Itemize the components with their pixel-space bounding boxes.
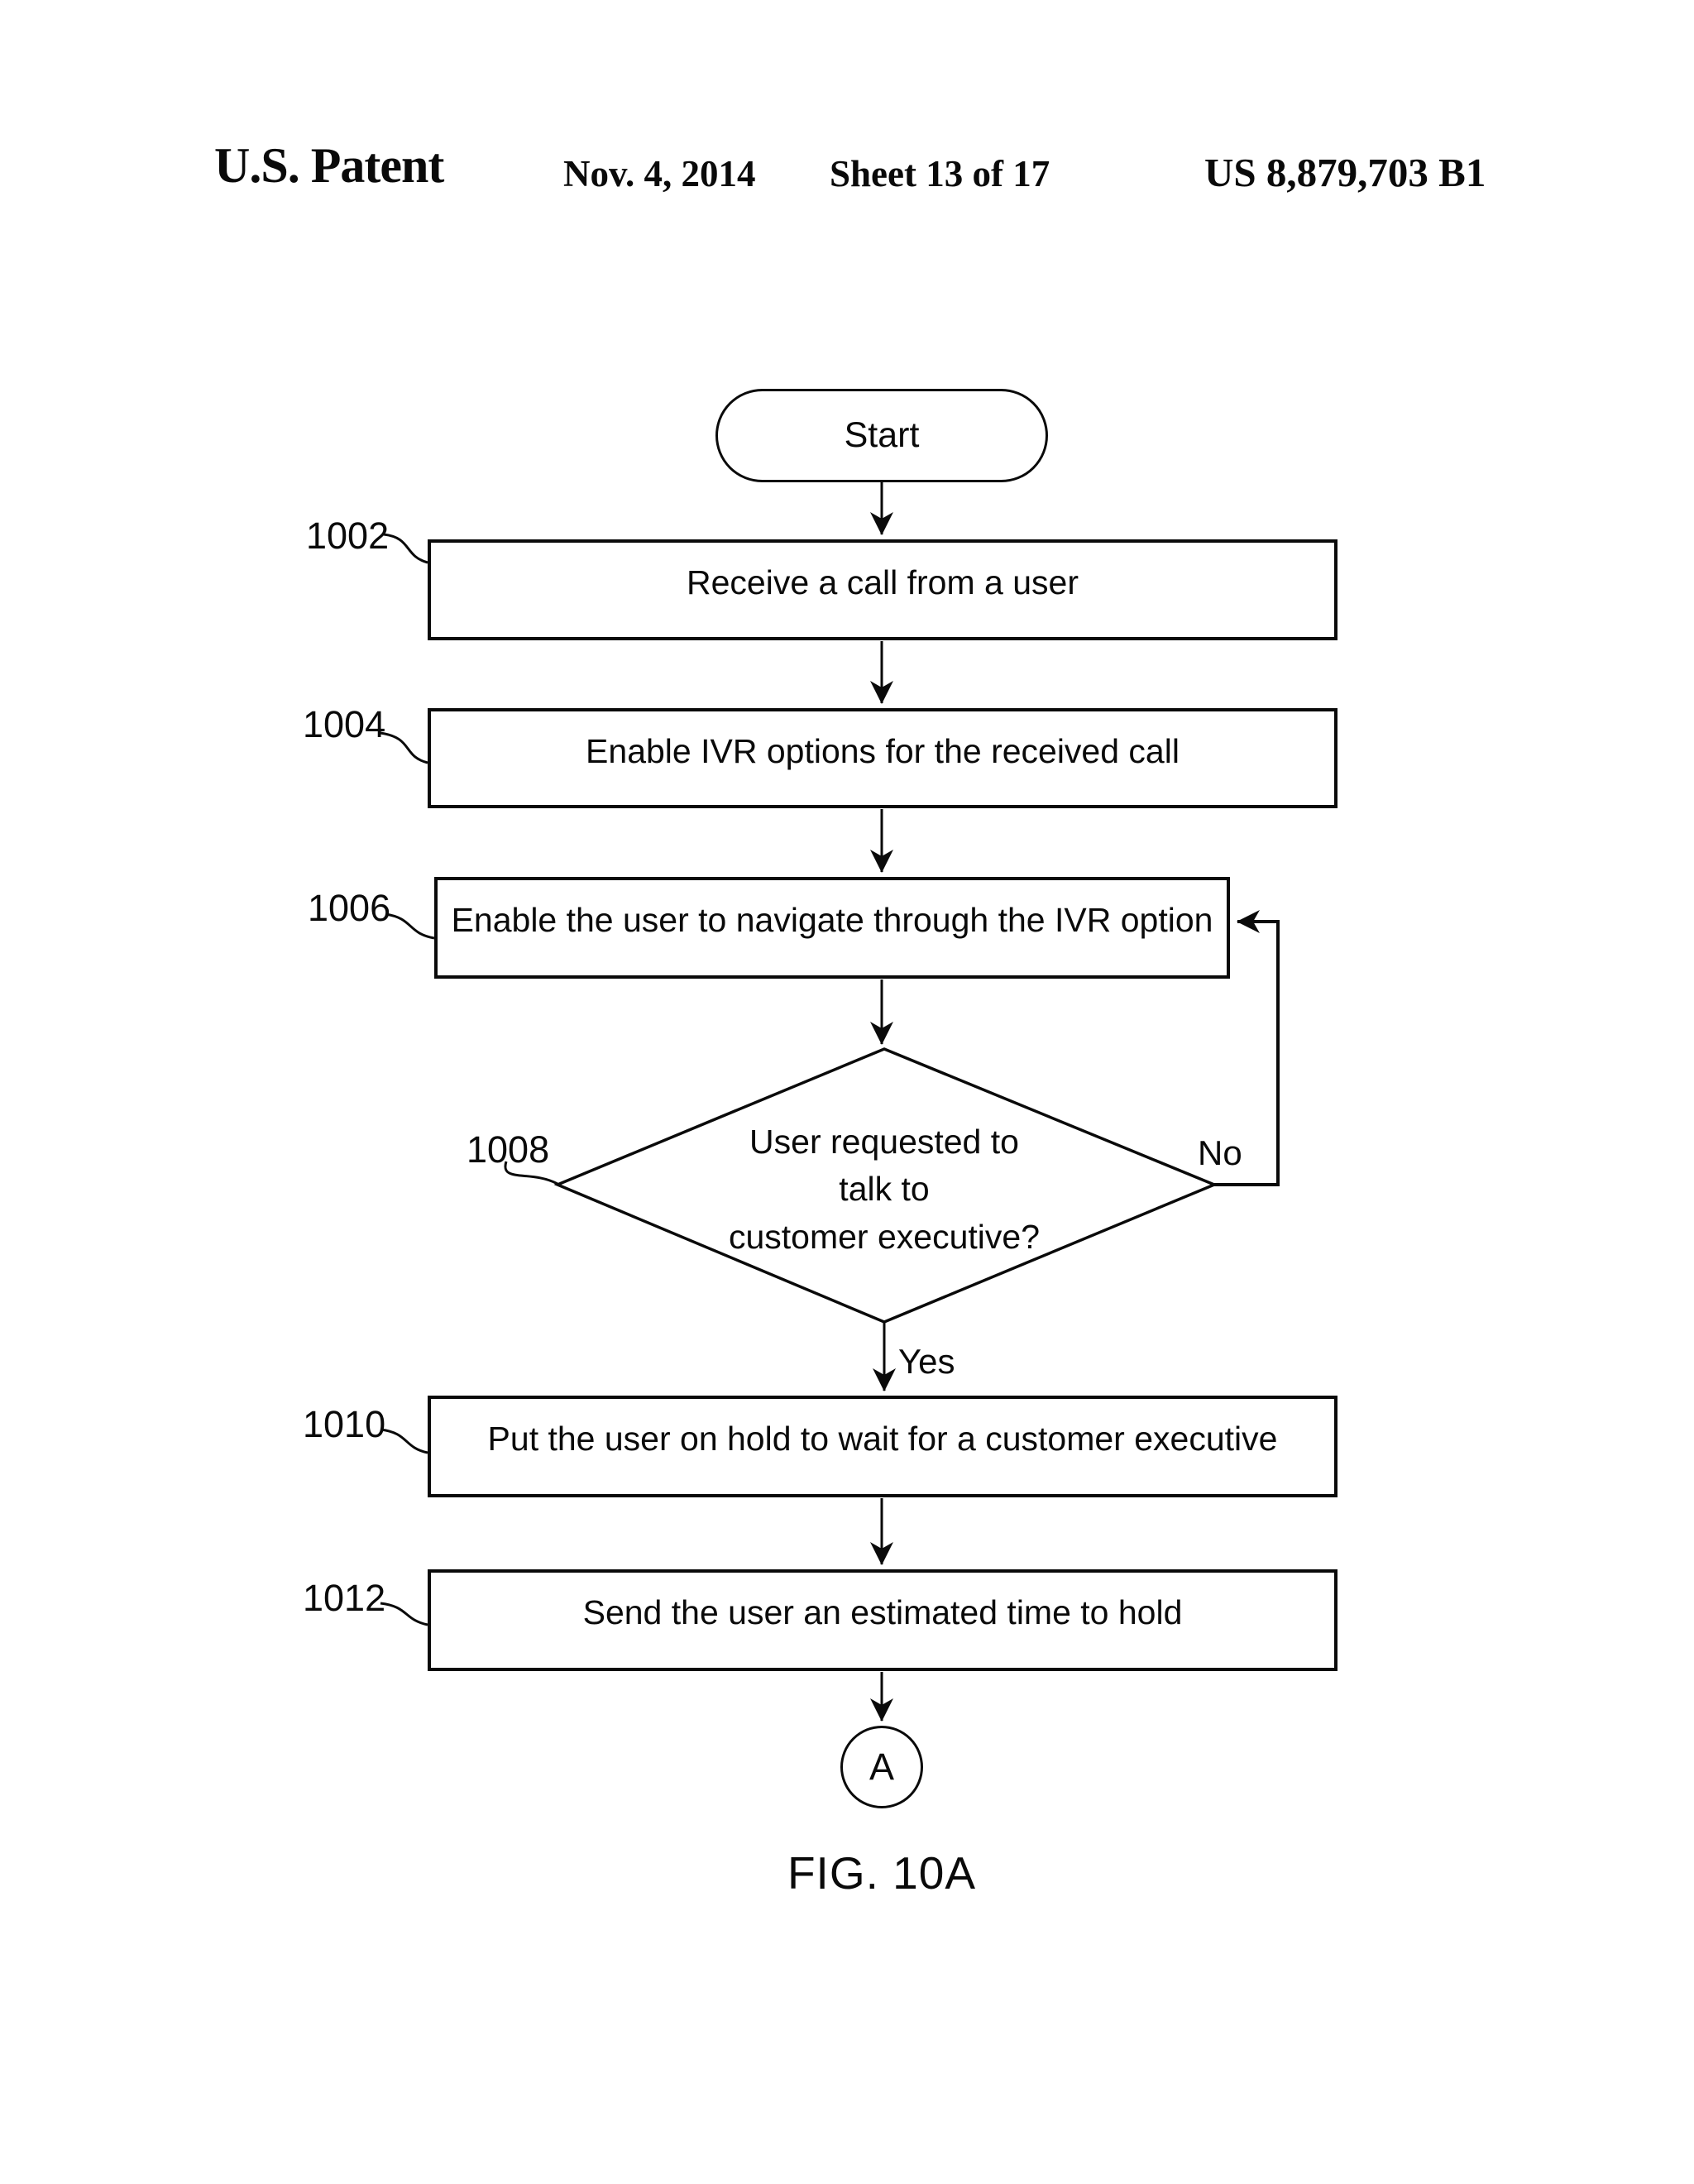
- header-sheet-number: Sheet 13 of 17: [830, 153, 1050, 194]
- header-date: Nov. 4, 2014: [563, 153, 756, 194]
- start-label: Start: [844, 415, 920, 455]
- leader-squiggle-1004: [380, 731, 428, 764]
- ref-label-1006: 1006: [308, 887, 391, 929]
- process-text-1002: Receive a call from a user: [687, 563, 1079, 601]
- process-box-1012: Send the user an estimated time to hold: [428, 1569, 1337, 1671]
- decision-diamond-1008: [553, 1047, 1218, 1324]
- ref-label-1010: 1010: [303, 1403, 386, 1445]
- offpage-connector-a: A: [840, 1726, 923, 1808]
- leader-squiggle-1008: [504, 1161, 558, 1185]
- header-patent-number: US 8,879,703 B1: [1204, 150, 1486, 195]
- yes-label: Yes: [898, 1342, 955, 1381]
- decision-text-1008: User requested to talk to customer execu…: [728, 1123, 1040, 1256]
- leader-squiggle-1010: [380, 1428, 428, 1454]
- process-box-1002: Receive a call from a user: [428, 539, 1337, 640]
- ref-label-1012: 1012: [303, 1577, 386, 1619]
- process-text-1004: Enable IVR options for the received call: [586, 732, 1180, 770]
- leader-squiggle-1006: [385, 912, 435, 940]
- start-terminator: Start: [715, 389, 1048, 482]
- no-feedback-line: [1214, 910, 1280, 1186]
- process-text-1010: Put the user on hold to wait for a custo…: [487, 1420, 1278, 1458]
- header-title: U.S. Patent: [214, 138, 444, 193]
- process-box-1010: Put the user on hold to wait for a custo…: [428, 1396, 1337, 1497]
- process-text-1006: Enable the user to navigate through the …: [451, 901, 1213, 939]
- ref-label-1002: 1002: [306, 515, 390, 557]
- leader-squiggle-1002: [383, 533, 428, 564]
- process-box-1004: Enable IVR options for the received call: [428, 708, 1337, 808]
- no-label: No: [1198, 1133, 1242, 1172]
- process-text-1012: Send the user an estimated time to hold: [582, 1593, 1183, 1631]
- offpage-connector-label: A: [869, 1746, 894, 1788]
- ref-label-1004: 1004: [303, 703, 386, 745]
- process-box-1006: Enable the user to navigate through the …: [434, 877, 1230, 979]
- figure-caption: FIG. 10A: [787, 1847, 977, 1899]
- ref-label-1008: 1008: [467, 1128, 550, 1171]
- leader-squiggle-1012: [380, 1602, 428, 1626]
